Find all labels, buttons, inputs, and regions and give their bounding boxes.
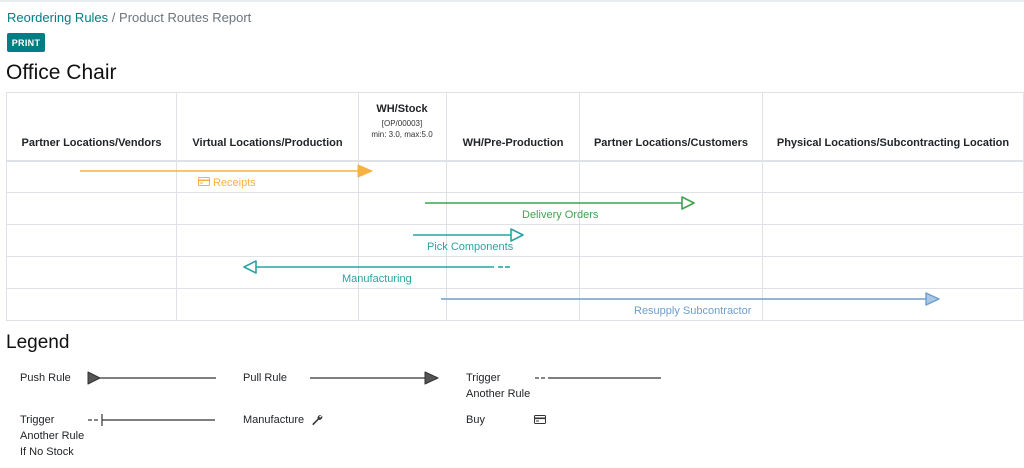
routes-svg bbox=[80, 164, 940, 306]
column-divider bbox=[446, 93, 447, 320]
route-delivery-orders-label[interactable]: Delivery Orders bbox=[522, 209, 599, 221]
breadcrumb: Reordering Rules / Product Routes Report bbox=[7, 10, 251, 25]
legend-no-stock-line-2: Another Rule bbox=[20, 430, 85, 442]
legend-buy-label: Buy bbox=[466, 414, 485, 426]
legend-trigger-another-rule-symbol bbox=[535, 377, 661, 379]
column-divider bbox=[579, 93, 580, 320]
legend-trigger-another-rule-label: Trigger Another Rule bbox=[466, 370, 530, 402]
row-divider bbox=[7, 288, 1023, 289]
column-header-customers: Partner Locations/Customers bbox=[593, 137, 749, 149]
route-pick-components-arrow[interactable] bbox=[413, 228, 524, 242]
legend-trigger-if-no-stock-label: Trigger Another Rule If No Stock bbox=[20, 412, 84, 460]
legend-push-rule-label: Push Rule bbox=[20, 372, 71, 384]
wrench-icon bbox=[312, 415, 323, 426]
route-delivery-orders-arrow[interactable] bbox=[425, 196, 695, 210]
routes-layer: Receipts Delivery Orders Pick Components… bbox=[6, 92, 1024, 321]
column-header-vendors: Partner Locations/Vendors bbox=[21, 137, 162, 149]
legend-pull-rule-symbol bbox=[310, 371, 439, 385]
column-divider bbox=[762, 93, 763, 320]
route-receipts-arrow[interactable] bbox=[80, 164, 373, 178]
legend-trigger-line-1: Trigger bbox=[466, 372, 501, 384]
column-divider bbox=[358, 93, 359, 320]
product-routes-table: Partner Locations/Vendors Virtual Locati… bbox=[6, 92, 1024, 321]
legend-push-rule-symbol bbox=[87, 371, 216, 385]
print-button[interactable]: PRINT bbox=[7, 33, 45, 52]
breadcrumb-separator: / bbox=[111, 10, 116, 25]
route-resupply-subcontractor-label[interactable]: Resupply Subcontractor bbox=[634, 305, 752, 317]
route-pick-components-label[interactable]: Pick Components bbox=[427, 241, 514, 253]
row-divider bbox=[7, 224, 1023, 225]
column-header-pre-production: WH/Pre-Production bbox=[462, 137, 564, 149]
buy-card-icon bbox=[198, 177, 210, 189]
route-manufacturing-arrow[interactable] bbox=[243, 260, 510, 274]
route-manufacturing-label[interactable]: Manufacturing bbox=[342, 273, 412, 285]
product-title: Office Chair bbox=[6, 61, 117, 84]
breadcrumb-current-page: Product Routes Report bbox=[119, 10, 252, 25]
route-receipts-text: Receipts bbox=[213, 177, 256, 189]
column-header-production: Virtual Locations/Production bbox=[192, 137, 343, 149]
column-divider bbox=[176, 93, 177, 320]
legend-manufacture-label: Manufacture bbox=[243, 414, 305, 426]
reordering-rule-reference[interactable]: [OP/00003] bbox=[381, 119, 423, 128]
wh-stock-name: WH/Stock bbox=[376, 103, 428, 115]
column-header-subcontracting: Physical Locations/Subcontracting Locati… bbox=[776, 137, 1010, 149]
legend-title: Legend bbox=[6, 332, 70, 353]
reordering-rule-minmax: min: 3.0, max:5.0 bbox=[371, 130, 433, 139]
legend-no-stock-line-1: Trigger bbox=[20, 414, 55, 426]
route-resupply-subcontractor-arrow[interactable] bbox=[441, 292, 940, 306]
route-receipts-label[interactable]: Receipts bbox=[198, 177, 256, 189]
legend-no-stock-line-3: If No Stock bbox=[20, 446, 74, 458]
legend-pull-rule-label: Pull Rule bbox=[243, 372, 288, 384]
legend-trigger-line-2: Another Rule bbox=[466, 388, 531, 400]
header-divider bbox=[7, 160, 1023, 162]
legend-trigger-if-no-stock-symbol bbox=[88, 414, 215, 426]
credit-card-icon bbox=[534, 415, 546, 424]
breadcrumb-reordering-rules-link[interactable]: Reordering Rules bbox=[7, 10, 109, 25]
row-divider bbox=[7, 192, 1023, 193]
row-divider bbox=[7, 256, 1023, 257]
column-header-wh-stock: WH/Stock [OP/00003] min: 3.0, max:5.0 bbox=[359, 103, 445, 139]
top-divider bbox=[0, 0, 1024, 2]
